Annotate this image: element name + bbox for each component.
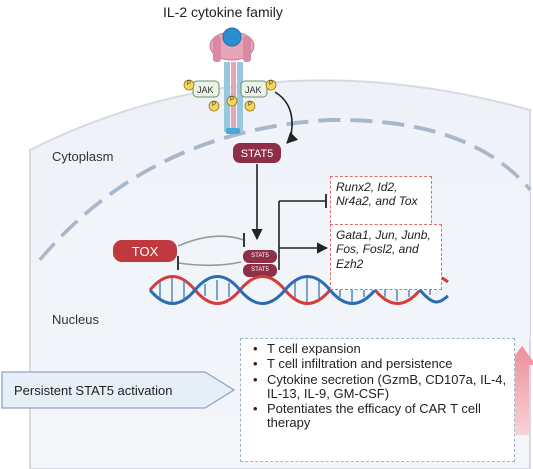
activated-target-line: Gata1, Jun, Junb,: [336, 228, 431, 242]
nucleus-label: Nucleus: [52, 312, 99, 327]
jak-right-box: [240, 80, 268, 98]
phospho-label: P: [211, 102, 216, 108]
outcome-item: T cell infiltration and persistence: [253, 356, 514, 371]
repressed-target-line: Nr4a2, and Tox: [336, 194, 418, 209]
stat5-cytoplasm-pill: [233, 143, 281, 163]
phospho-label: P: [229, 97, 234, 103]
activated-targets-box: Gata1, Jun, Junb, Fos, Fosl2, and Ezh2: [330, 224, 442, 290]
repressed-targets-box: Runx2, Id2, Nr4a2, and Tox: [330, 176, 432, 228]
stat5-cytoplasm-label: STAT5: [240, 148, 274, 160]
repressed-target-line: Runx2, Id2,: [336, 180, 398, 194]
stat5-dimer-lower: [243, 264, 277, 277]
jak-to-stat5-arrow: [274, 91, 299, 144]
activated-target-line: Fos, Fosl2, and: [336, 242, 419, 257]
outcomes-box: T cell expansion T cell infiltration and…: [240, 338, 515, 462]
cytoplasm-label: Cytoplasm: [52, 149, 114, 164]
stat5-dimer-upper: [243, 250, 277, 263]
persistent-activation-arrow: [1, 371, 236, 409]
outcome-item: Cytokine secretion (GzmB, CD107a, IL-4, …: [253, 372, 514, 402]
phospho-group: [183, 79, 277, 112]
phospho-label: P: [247, 102, 252, 108]
outcome-item: T cell expansion: [253, 341, 514, 356]
jak-left-label: JAK: [197, 85, 214, 95]
nuclear-envelope: [38, 117, 532, 262]
phospho-label: P: [268, 81, 273, 87]
stat5-dimer-lower-label: STAT5: [251, 267, 269, 273]
increase-arrow-icon: [508, 346, 533, 435]
stat5-inhibits-tox: [177, 261, 242, 267]
tox-pill: [113, 240, 177, 262]
tox-inhibits-stat5: [177, 235, 245, 247]
diagram-title: IL-2 cytokine family: [163, 4, 283, 20]
tox-label: TOX: [131, 244, 159, 259]
outcome-item: Potentiates the efficacy of CAR T cell t…: [253, 402, 514, 431]
stat5-dimer-upper-label: STAT5: [251, 253, 269, 259]
jak-right-label: JAK: [245, 85, 262, 95]
persistent-activation-label: Persistent STAT5 activation: [14, 383, 173, 398]
phospho-label: P: [186, 81, 191, 87]
jak-left-box: [192, 80, 220, 98]
activated-target-line: Ezh2: [336, 256, 364, 271]
outcomes-list: T cell expansion T cell infiltration and…: [241, 339, 514, 431]
